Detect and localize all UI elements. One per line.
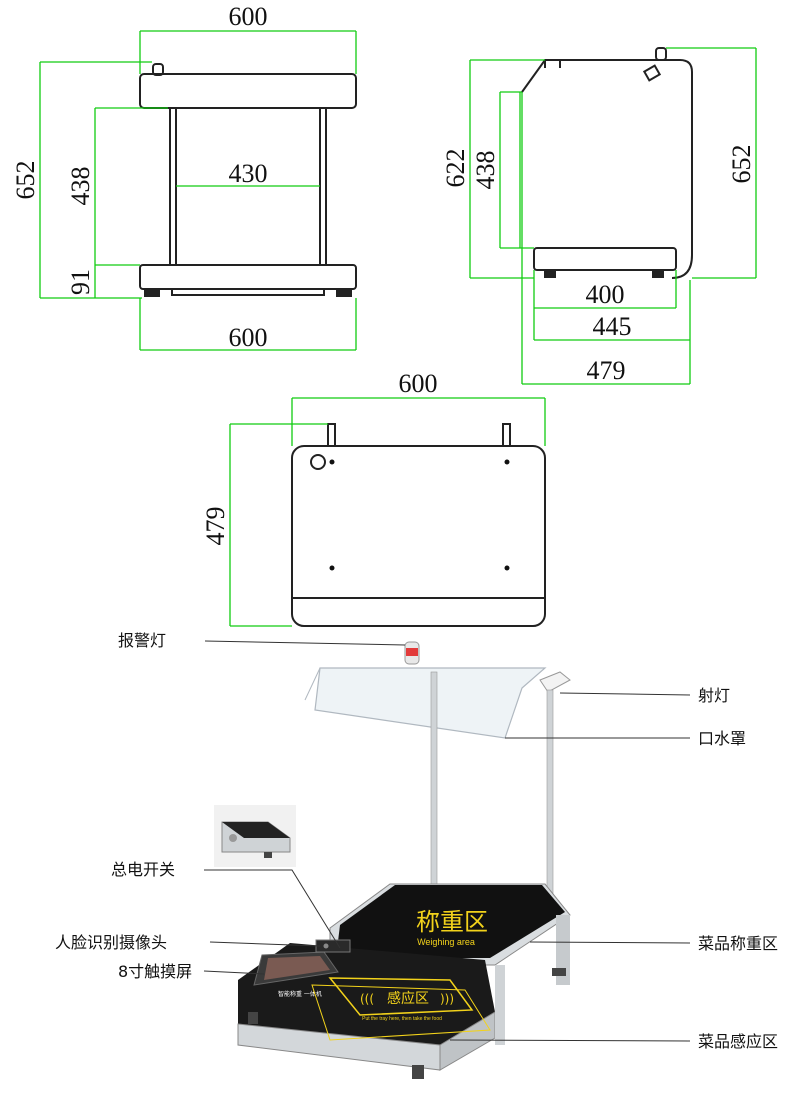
- top-alarm-hole: [310, 454, 326, 470]
- label-spotlight: 射灯: [698, 686, 730, 705]
- front-base: [139, 264, 357, 290]
- face-camera: [315, 939, 351, 953]
- front-view: 600 652 438 430 91 600: [11, 2, 357, 352]
- top-plate: [291, 445, 546, 627]
- front-top-tray: [139, 73, 357, 109]
- weighing-area-cn: 称重区: [416, 908, 488, 936]
- label-sensing-zone: 菜品感应区: [698, 1032, 778, 1051]
- dim-front-top-width: 600: [229, 2, 268, 31]
- front-foot-right: [336, 289, 352, 297]
- dim-front-column-height: 438: [66, 167, 95, 206]
- side-spotlight: [642, 64, 662, 82]
- spotlight: [539, 671, 571, 693]
- dim-side-height-652: 652: [727, 145, 756, 184]
- dim-front-bottom-width: 600: [229, 323, 268, 352]
- side-post-knob: [655, 47, 667, 61]
- dim-side-depth-400: 400: [586, 280, 625, 309]
- dim-side-depth-445: 445: [593, 312, 632, 341]
- post-left: [430, 671, 438, 885]
- sensing-area-en: Put the tray here, then take the food: [362, 1016, 442, 1022]
- label-touch-screen: 8寸触摸屏: [118, 962, 192, 981]
- dim-front-inner-width: 430: [229, 159, 268, 188]
- top-post-left: [327, 423, 336, 447]
- svg-text:))): ))): [440, 992, 454, 1006]
- front-post-knob: [152, 63, 164, 76]
- sneeze-guard: [314, 667, 547, 739]
- side-view: 622 438 652 400 445 479: [441, 47, 757, 385]
- dim-side-depth-479: 479: [587, 356, 626, 385]
- front-foot-left: [144, 289, 160, 297]
- label-weighing-zone: 菜品称重区: [698, 934, 778, 953]
- dim-top-width: 600: [399, 369, 438, 398]
- svg-text:(((: (((: [360, 992, 374, 1006]
- label-face-camera: 人脸识别摄像头: [55, 933, 167, 952]
- product-render: 称重区 Weighing area 智能称重 一体机 感应区 Put the t…: [214, 641, 571, 1079]
- top-view: 600 479: [201, 369, 546, 627]
- sensing-area-frame: [328, 977, 474, 1016]
- dim-top-depth: 479: [201, 507, 230, 546]
- dim-front-total-height: 652: [11, 161, 40, 200]
- weighing-area-en: Weighing area: [417, 937, 475, 947]
- label-power-switch: 总电开关: [111, 860, 175, 879]
- side-base: [533, 247, 677, 271]
- screen-caption: 智能称重 一体机: [278, 990, 322, 998]
- side-foot-left: [544, 270, 556, 278]
- label-sneeze-guard: 口水罩: [698, 729, 746, 748]
- dim-front-base-height: 91: [66, 269, 95, 295]
- front-drawer: [171, 288, 325, 296]
- dim-side-height-622: 622: [441, 149, 470, 188]
- sensing-area-cn: 感应区: [387, 990, 429, 1007]
- side-foot-right: [652, 270, 664, 278]
- weighing-area-panel: [336, 885, 565, 958]
- callouts: 报警灯 射灯 口水罩 总电开关 人脸识别摄像头 8寸触摸屏 菜品称重区 菜品感应…: [55, 631, 778, 1051]
- dim-side-height-438: 438: [471, 151, 500, 190]
- post-right: [546, 689, 554, 913]
- top-post-right: [502, 423, 511, 447]
- label-alarm-light: 报警灯: [118, 631, 166, 650]
- side-frame: [521, 59, 693, 279]
